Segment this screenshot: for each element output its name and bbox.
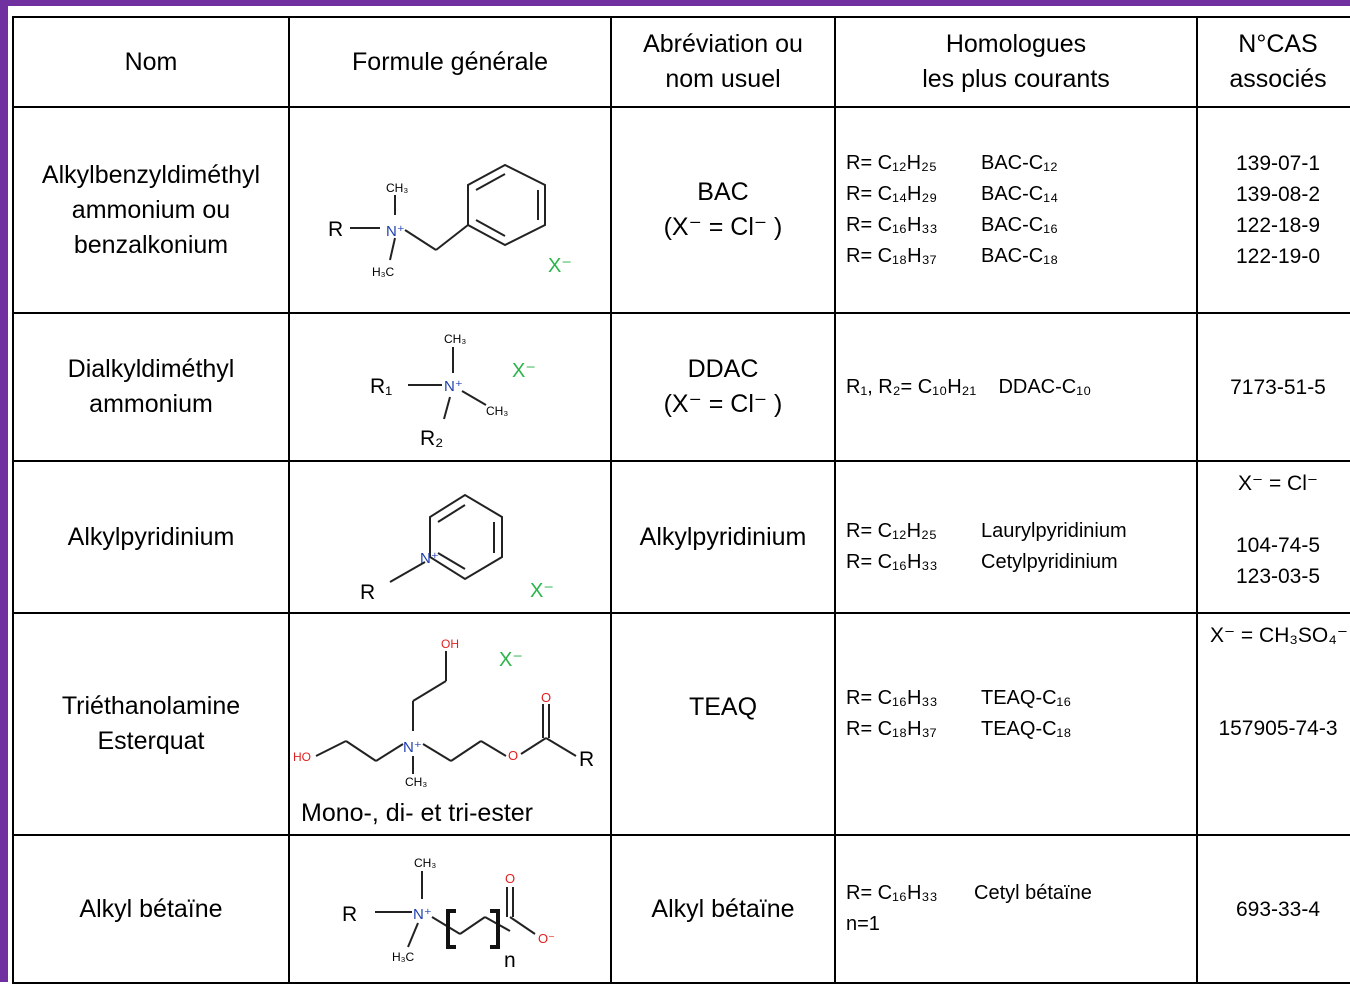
cell-nom: Alkylbenzyldiméthyl ammonium ou benzalko… bbox=[12, 106, 290, 314]
cell-formule: N⁺ OH HO O O R CH₃ X⁻ Mono-, di- et tri-… bbox=[288, 612, 612, 836]
nitrogen-label: N⁺ bbox=[420, 550, 439, 567]
hydroxyl-label: HO bbox=[293, 750, 311, 764]
methyl-label: CH₃ bbox=[405, 775, 427, 789]
r-label: R bbox=[360, 581, 375, 604]
ester-caption: Mono-, di- et tri-ester bbox=[301, 799, 533, 827]
cell-abreviation: Alkylpyridinium bbox=[610, 460, 836, 614]
cell-nom: Dialkyldiméthyl ammonium bbox=[12, 312, 290, 462]
frame-left-border bbox=[0, 0, 8, 982]
r2-label: R₂ bbox=[420, 427, 443, 450]
repeat-n-label: n bbox=[504, 949, 516, 972]
table-row: Dialkyldiméthyl ammonium R₁ N⁺ CH₃ CH₃ R… bbox=[12, 312, 1350, 462]
cell-formule: R N⁺ CH₃ H₃C X⁻ bbox=[288, 106, 612, 314]
nitrogen-label: N⁺ bbox=[386, 223, 405, 240]
methyl-label: CH₃ bbox=[414, 856, 436, 870]
cell-formule: R₁ N⁺ CH₃ CH₃ R₂ X⁻ bbox=[288, 312, 612, 462]
pyridinium-structure: N⁺ R X⁻ bbox=[360, 493, 554, 604]
header-formule: Formule générale bbox=[288, 16, 612, 108]
table-row: Triéthanolamine Esterquat bbox=[12, 612, 1350, 836]
cell-abreviation: TEAQ bbox=[610, 612, 836, 836]
anion-label: X⁻ bbox=[512, 360, 536, 382]
teaq-structure: N⁺ OH HO O O R CH₃ X⁻ Mono-, di- et tri-… bbox=[293, 637, 594, 827]
nitrogen-label: N⁺ bbox=[403, 739, 422, 756]
cell-formule: N⁺ R X⁻ bbox=[288, 460, 612, 614]
cell-nom: Alkyl bétaïne bbox=[12, 834, 290, 984]
methyl-label: CH₃ bbox=[444, 332, 466, 346]
r-label: R bbox=[342, 903, 357, 926]
cell-nom: Triéthanolamine Esterquat bbox=[12, 612, 290, 836]
anion-label: X⁻ bbox=[499, 649, 523, 671]
betaine-structure: R N⁺ CH₃ H₃C O O⁻ n bbox=[342, 856, 555, 972]
anion-label: X⁻ bbox=[548, 255, 572, 277]
cell-abreviation: Alkyl bétaïne bbox=[610, 834, 836, 984]
anion-label: X⁻ bbox=[530, 580, 554, 602]
frame-top-border bbox=[0, 0, 1350, 6]
ddac-structure: R₁ N⁺ CH₃ CH₃ R₂ X⁻ bbox=[370, 332, 536, 450]
nitrogen-label: N⁺ bbox=[444, 378, 463, 395]
oxygen-label: O bbox=[508, 748, 518, 763]
benzalkonium-structure: R N⁺ CH₃ H₃C X⁻ bbox=[328, 163, 572, 279]
oxygen-label: O bbox=[505, 871, 515, 886]
methyl-label: CH₃ bbox=[386, 181, 408, 195]
cell-abreviation: BAC (X⁻ = Cl⁻ ) bbox=[610, 106, 836, 314]
table-row: Alkylpyridinium N⁺ R X⁻ Alkylpyridinium … bbox=[12, 460, 1350, 614]
cell-cas: X⁻ = CH₃SO₄⁻ 157905-74-3 bbox=[1196, 612, 1350, 836]
cell-cas: 7173-51-5 bbox=[1196, 312, 1350, 462]
carboxylate-label: O⁻ bbox=[538, 931, 555, 946]
r-label: R bbox=[328, 218, 343, 241]
cell-cas: 139-07-1 139-08-2 122-18-9 122-19-0 bbox=[1196, 106, 1350, 314]
r-label: R bbox=[579, 748, 594, 771]
header-nom: Nom bbox=[12, 16, 290, 108]
nitrogen-label: N⁺ bbox=[413, 906, 432, 923]
table-row: Alkylbenzyldiméthyl ammonium ou benzalko… bbox=[12, 106, 1350, 314]
cell-formule: R N⁺ CH₃ H₃C O O⁻ n bbox=[288, 834, 612, 984]
r1-label: R₁ bbox=[370, 375, 392, 398]
cell-cas: X⁻ = Cl⁻ 104-74-5 123-03-5 bbox=[1196, 460, 1350, 614]
methyl-label: CH₃ bbox=[486, 404, 508, 418]
methyl-label: H₃C bbox=[372, 265, 395, 279]
methyl-label: H₃C bbox=[392, 950, 415, 964]
oxygen-label: O bbox=[541, 690, 551, 705]
cell-cas: 693-33-4 bbox=[1196, 834, 1350, 984]
cell-abreviation: DDAC (X⁻ = Cl⁻ ) bbox=[610, 312, 836, 462]
cell-nom: Alkylpyridinium bbox=[12, 460, 290, 614]
hydroxyl-label: OH bbox=[441, 637, 459, 651]
table-row: Alkyl bétaïne R N⁺ CH₃ bbox=[12, 834, 1350, 984]
cell-homologues: R₁, R₂= C₁₀H₂₁ DDAC-C₁₀ bbox=[834, 312, 1198, 462]
